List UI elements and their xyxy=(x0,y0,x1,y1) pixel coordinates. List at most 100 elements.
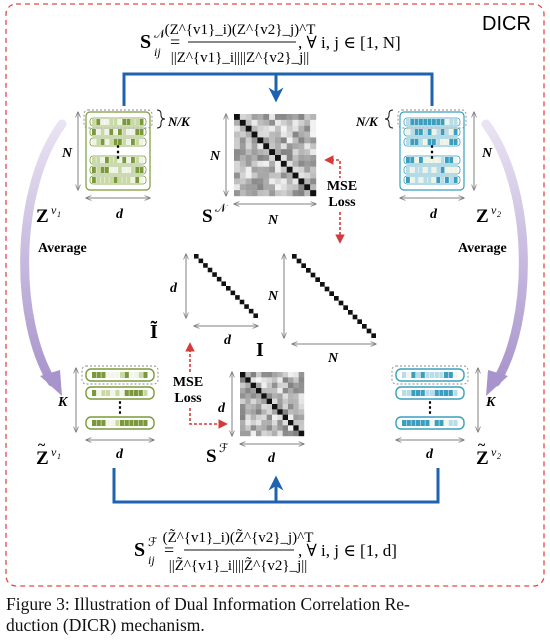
zt2-cell xyxy=(402,390,407,396)
sn-cell xyxy=(257,184,264,191)
purple-arrow-right xyxy=(481,119,528,387)
sn-cell xyxy=(292,155,299,162)
i-label: I xyxy=(256,339,264,361)
zv1-cell xyxy=(131,139,135,145)
zv1-cell xyxy=(126,157,131,163)
i-cell xyxy=(348,310,353,315)
sf-cell xyxy=(288,430,294,437)
sn-cell xyxy=(257,119,264,126)
average-label-right: Average xyxy=(458,241,507,256)
sn-cell xyxy=(251,166,258,173)
zv1-cell xyxy=(109,139,114,145)
zv1-cell xyxy=(126,177,131,183)
sf-cell xyxy=(277,420,283,426)
sn-cell xyxy=(263,155,270,162)
sf-cell xyxy=(245,398,251,405)
sf-cell xyxy=(298,430,305,437)
sn-cell xyxy=(234,114,241,121)
zv1-cell xyxy=(100,177,105,183)
sn-cell xyxy=(234,160,241,167)
sf-cell xyxy=(272,425,278,431)
sn-cell xyxy=(280,114,287,121)
sf-cell xyxy=(288,382,294,389)
sn-cell xyxy=(275,125,282,132)
zv2-cell xyxy=(423,129,428,135)
sn-cell xyxy=(257,178,264,185)
itilde-cell xyxy=(239,299,245,305)
zv1-cell xyxy=(126,139,131,145)
zt2-cell xyxy=(406,390,411,396)
sf-label-s: S xyxy=(206,446,217,467)
sn-cell xyxy=(269,125,276,132)
purple-arrowhead-left xyxy=(40,370,62,396)
zv2-cell xyxy=(449,139,454,145)
zt1-cell xyxy=(134,420,139,426)
sf-cell xyxy=(282,382,289,389)
sn-cell xyxy=(304,125,311,132)
sn-cell xyxy=(286,155,293,162)
formula-top-lhs-sup: 𝒩 xyxy=(154,27,168,41)
zv1-cell xyxy=(118,167,122,173)
sn-cell xyxy=(257,149,264,156)
sn-cell xyxy=(245,172,252,179)
zt1-cell xyxy=(138,420,143,426)
zv2-cell xyxy=(410,139,415,145)
sn-cell xyxy=(275,143,282,150)
sf-cell xyxy=(298,409,305,415)
sn-cell xyxy=(304,166,311,173)
zv2-cell xyxy=(419,157,423,163)
sn-cell xyxy=(251,172,258,179)
zv1-cell xyxy=(96,129,101,135)
sn-cell xyxy=(239,160,246,167)
sf-cell xyxy=(282,377,289,383)
sf-cell xyxy=(282,388,289,394)
zv2-cell xyxy=(432,139,436,145)
sn-cell xyxy=(280,143,287,150)
zv2-cell xyxy=(427,157,432,163)
purple-arrowhead-right xyxy=(486,370,508,396)
sn-cell xyxy=(239,184,246,191)
zv2-cell xyxy=(414,119,419,125)
zv1-cell xyxy=(113,157,118,163)
sn-cell xyxy=(280,172,287,179)
zv2-cell xyxy=(432,119,436,125)
sf-cell xyxy=(293,398,299,405)
zt1-cell xyxy=(101,420,106,426)
sn-cell xyxy=(286,190,293,197)
sn-cell xyxy=(292,149,299,156)
zv2-cell xyxy=(427,139,432,145)
zv2-cell xyxy=(449,167,454,173)
zv2-cell xyxy=(436,129,441,135)
zv1-cell xyxy=(109,167,114,173)
zv2-cell xyxy=(445,129,449,135)
zv2-cell xyxy=(410,177,415,183)
zv1-cell xyxy=(96,139,101,145)
sf-cell xyxy=(256,372,262,378)
zt1-cell xyxy=(143,390,148,396)
zv1-cell xyxy=(92,177,96,183)
i-cell xyxy=(320,282,325,287)
zv1-cell xyxy=(113,139,118,145)
zv2-cell xyxy=(453,177,458,183)
sf-cell xyxy=(250,409,257,415)
zv1-cell xyxy=(109,157,114,163)
itilde-d-bottom: d xyxy=(224,333,232,348)
sn-cell xyxy=(275,160,282,167)
i-cell xyxy=(310,272,316,278)
itilde-cell xyxy=(235,295,240,300)
zv1-cell xyxy=(105,157,109,163)
sf-cell xyxy=(256,393,262,399)
sn-cell xyxy=(298,131,305,138)
sn-cell xyxy=(245,178,252,185)
zt2-cell xyxy=(411,372,416,378)
sf-cell xyxy=(277,388,283,394)
zt1-cell xyxy=(92,372,97,378)
mse-top-label-1: MSE xyxy=(327,179,357,194)
svg-text:=: = xyxy=(164,540,174,560)
zv1-cell xyxy=(105,129,109,135)
sn-cell xyxy=(310,178,317,185)
zv2-cell xyxy=(449,129,454,135)
zt2-cell xyxy=(439,372,444,378)
